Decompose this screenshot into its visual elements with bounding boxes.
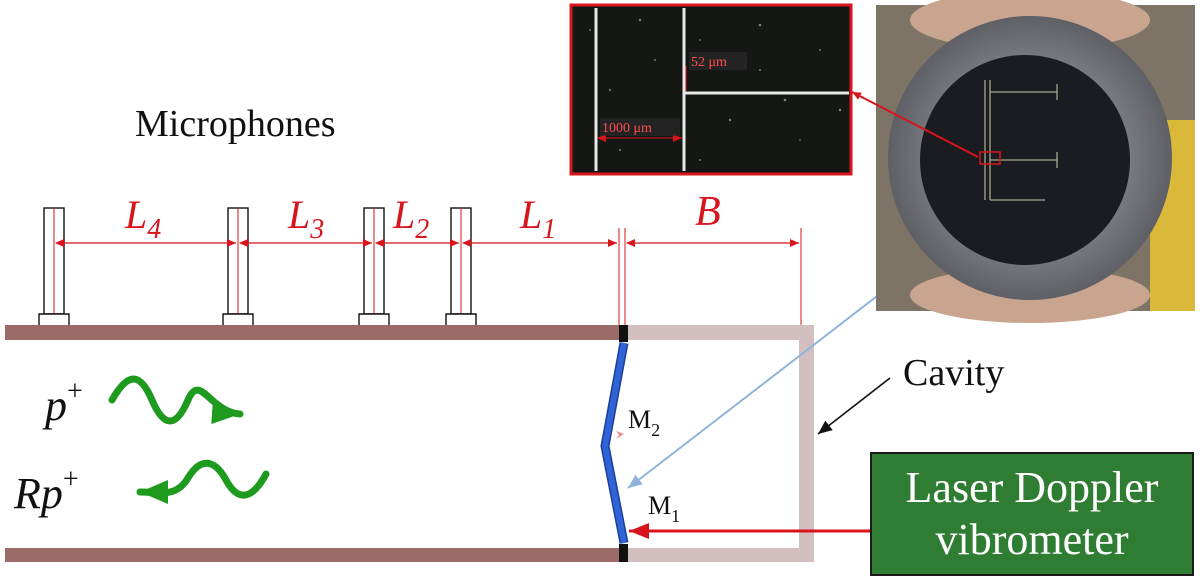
label-L1: L1 <box>519 192 556 245</box>
cavity <box>628 325 814 562</box>
m2-marker <box>616 431 624 439</box>
label-M1: M1 <box>648 491 680 526</box>
duct-top-wall <box>5 325 621 340</box>
label-L2: L2 <box>392 192 429 245</box>
microphone-3 <box>358 207 390 339</box>
microphones-label: Microphones <box>135 103 336 145</box>
micrograph-inset: 52 μm 1000 μm <box>569 3 853 176</box>
label-M2: M2 <box>628 405 660 440</box>
cavity-label: Cavity <box>903 352 1004 394</box>
duct-bottom-wall <box>5 548 621 562</box>
ldv-label-line2: vibrometer <box>935 515 1129 564</box>
laser-doppler-vibrometer: Laser Doppler vibrometer <box>870 452 1194 576</box>
micrograph-label-52: 52 μm <box>691 55 727 70</box>
ldv-label-line1: Laser Doppler <box>905 463 1159 512</box>
incident-wave-arrow <box>108 375 244 425</box>
microphone-2 <box>222 207 254 339</box>
micrograph-label-1000: 1000 μm <box>602 121 652 136</box>
microphone-4 <box>445 207 477 339</box>
membrane <box>600 342 629 544</box>
reflected-wave-arrow <box>136 459 270 505</box>
label-B: B <box>695 189 721 235</box>
incident-wave-label: p+ <box>42 376 83 430</box>
membrane-clamp-top <box>619 325 628 342</box>
label-L3: L3 <box>287 192 324 245</box>
tube-photo <box>876 0 1195 323</box>
reflected-wave-label: Rp+ <box>13 464 79 518</box>
label-L4: L4 <box>124 192 161 245</box>
detail-arrow <box>851 91 979 158</box>
cavity-pointer-arrow <box>817 377 891 435</box>
membrane-clamp-bottom <box>619 544 628 562</box>
microphone-1 <box>38 207 70 339</box>
